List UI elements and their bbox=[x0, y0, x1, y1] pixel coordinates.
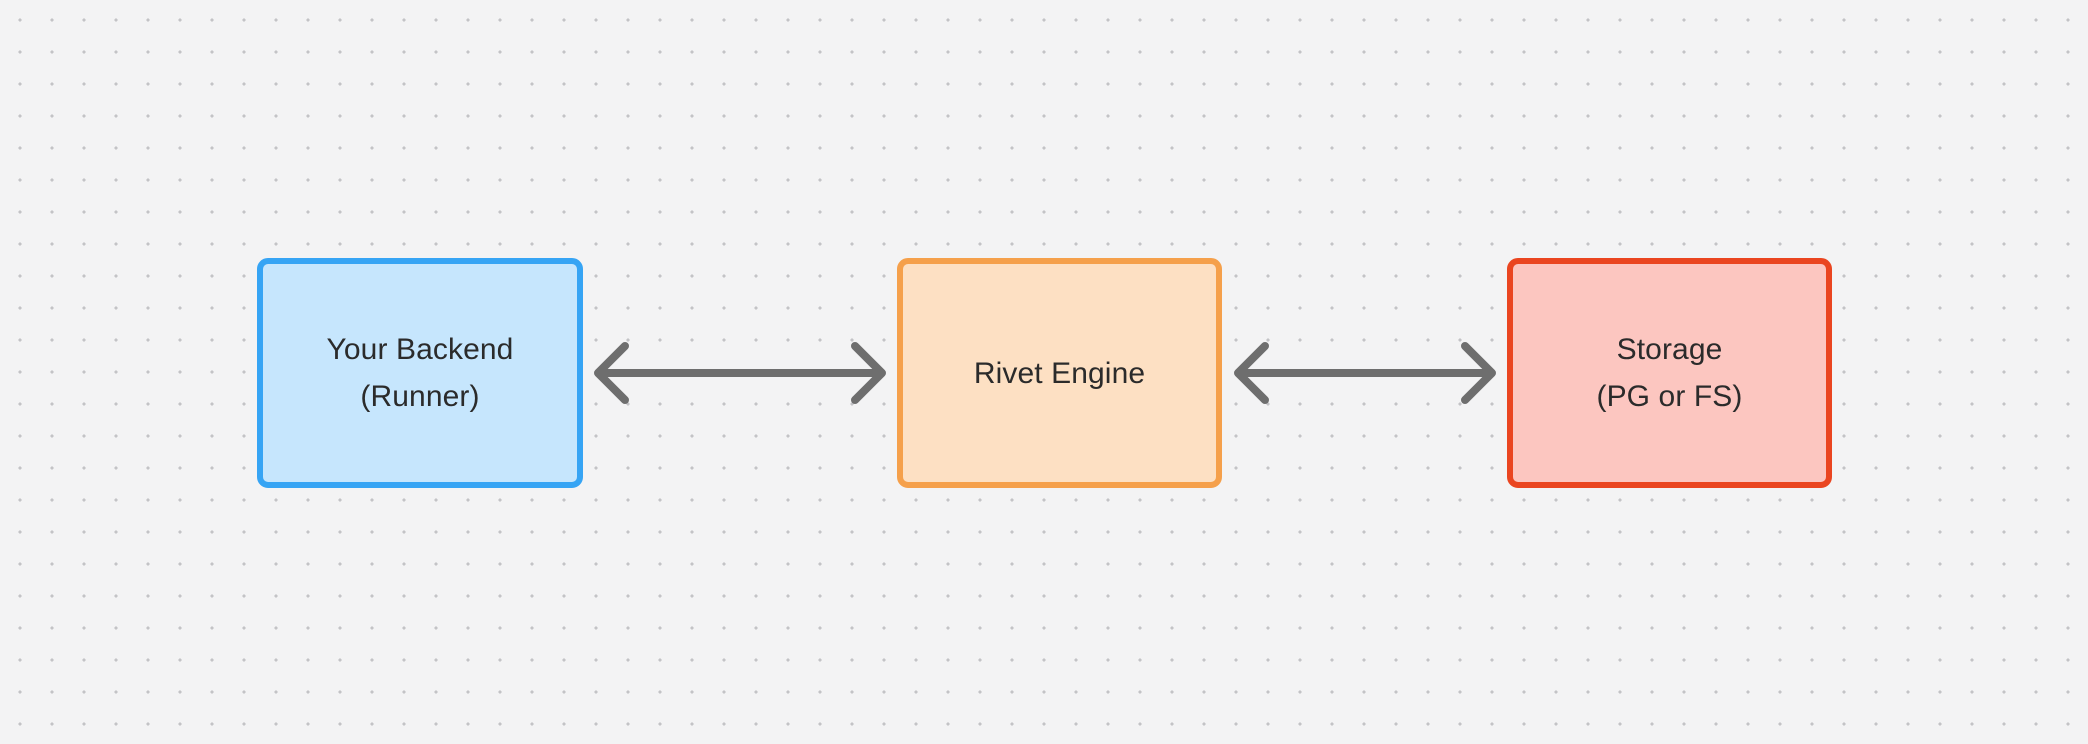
edge-engine-storage-arrowhead-right bbox=[1461, 342, 1496, 404]
edge-backend-engine-arrowhead-right bbox=[851, 342, 886, 404]
edge-backend-engine-arrowhead-left bbox=[594, 342, 629, 404]
node-rivet-engine[interactable]: Rivet Engine bbox=[897, 258, 1222, 488]
node-your-backend-label-line2: (Runner) bbox=[360, 380, 480, 413]
edge-engine-storage-arrowhead-left bbox=[1234, 342, 1269, 404]
node-storage-label-line1: Storage bbox=[1616, 333, 1723, 366]
node-storage-label-line2: (PG or FS) bbox=[1596, 380, 1743, 413]
node-your-backend[interactable]: Your Backend (Runner) bbox=[257, 258, 583, 488]
node-your-backend-label-line1: Your Backend bbox=[326, 333, 514, 366]
node-storage[interactable]: Storage (PG or FS) bbox=[1507, 258, 1832, 488]
node-rivet-engine-label-line1: Rivet Engine bbox=[973, 356, 1146, 390]
